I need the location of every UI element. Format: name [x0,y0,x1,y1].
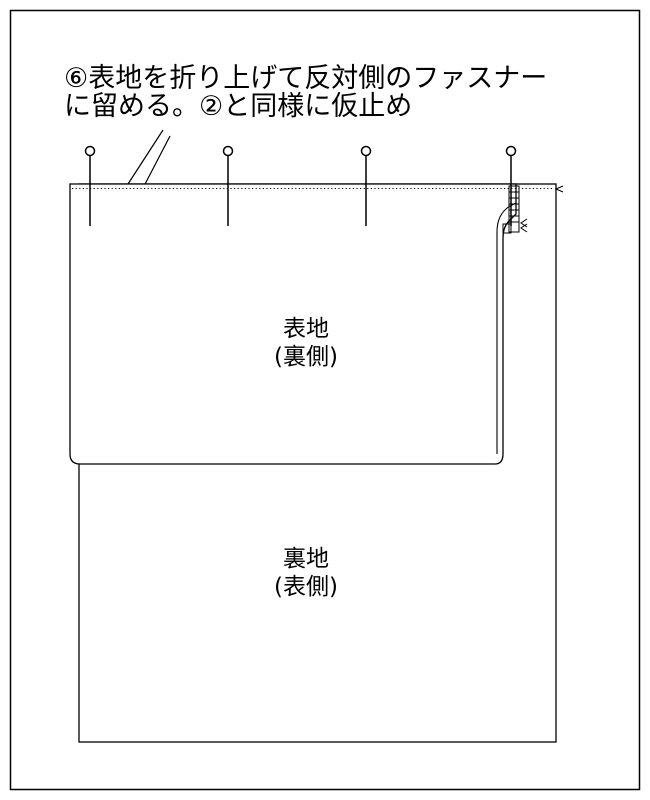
leader-lines [127,129,171,191]
outer-fabric-label: 表地 (裏側) [274,316,338,370]
stitch-marks [520,185,564,233]
outer-fabric-name: 表地 [283,316,329,342]
lining-fabric-name: 裏地 [283,546,329,572]
instruction-line-1: ⑥表地を折り上げて反対側のファスナー [64,63,547,94]
fold-line [496,202,517,454]
pin-head-icon [222,145,234,157]
leader-line [141,135,171,191]
outer-fabric-side: (裏側) [274,344,338,370]
pin [222,145,234,226]
pin [360,145,372,226]
leader-line [127,129,164,185]
pin-head-icon [360,145,372,157]
instruction-line-2: に留める。②と同様に仮止め [64,91,412,122]
lining-fabric-label: 裏地 (表側) [274,546,338,600]
instruction-text: ⑥表地を折り上げて反対側のファスナー に留める。②と同様に仮止め [64,63,547,122]
pin-head-icon [505,145,517,157]
pin [84,145,96,226]
pin [505,145,517,226]
outer-fabric-panel [69,183,517,465]
pin-head-icon [84,145,96,157]
lining-fabric-side: (表側) [274,574,338,600]
